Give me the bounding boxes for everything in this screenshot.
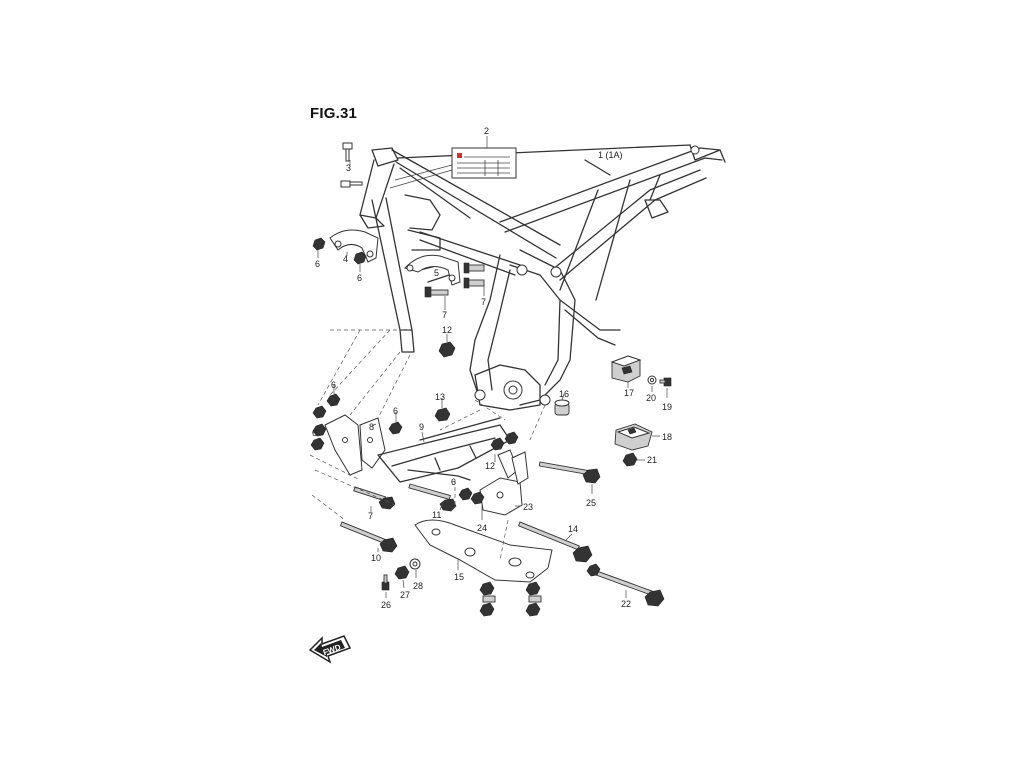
figure-title: FIG.31 <box>310 105 358 122</box>
nut-27 <box>394 565 410 589</box>
callout-2: 2 <box>484 126 489 136</box>
callout-28: 28 <box>413 581 423 591</box>
callout-8: 8 <box>369 422 374 432</box>
callout-labels: 1 (1A) 2 3 4 5 6 6 6 6 6 6 7 7 7 8 9 10 … <box>312 126 672 610</box>
callout-3: 3 <box>346 163 351 173</box>
callout-6e: 6 <box>312 428 317 438</box>
bolt-7-upper <box>424 286 449 310</box>
bolt-14 <box>517 521 593 563</box>
callout-7b: 7 <box>442 310 447 320</box>
callout-17: 17 <box>624 388 634 398</box>
callout-26: 26 <box>381 600 391 610</box>
callout-4: 4 <box>343 254 348 264</box>
collar-16 <box>554 393 570 416</box>
main-frame <box>359 144 726 411</box>
fwd-arrow-icon: FWD <box>308 635 352 664</box>
callout-1: 1 (1A) <box>598 150 623 160</box>
frame-label-sticker <box>389 136 517 189</box>
bolt-11 <box>408 483 457 512</box>
bolt-25 <box>538 461 601 494</box>
callout-18: 18 <box>662 432 672 442</box>
callout-20: 20 <box>646 393 656 403</box>
callout-22: 22 <box>621 599 631 609</box>
callout-13: 13 <box>435 392 445 402</box>
callout-21: 21 <box>647 455 657 465</box>
washer-28 <box>409 558 421 578</box>
nut-21 <box>622 452 645 467</box>
callout-12a: 12 <box>442 325 452 335</box>
bolt-26 <box>381 574 390 598</box>
callout-10: 10 <box>371 553 381 563</box>
callout-23: 23 <box>523 502 533 512</box>
bolt-19 <box>659 377 672 398</box>
callout-6c: 6 <box>331 380 336 390</box>
bolt-22 <box>586 563 665 607</box>
bolt-7-lower <box>353 486 396 512</box>
callout-19: 19 <box>662 402 672 412</box>
bolt-10 <box>339 521 398 553</box>
cover-18 <box>614 423 660 451</box>
bolt-13 <box>434 398 451 422</box>
engine-mount-bracket-4 <box>312 229 379 272</box>
callout-24: 24 <box>477 523 487 533</box>
assembly-lines <box>309 329 546 561</box>
cushion-17 <box>610 355 642 388</box>
callout-16: 16 <box>559 389 569 399</box>
bolt-3 <box>340 142 363 188</box>
callout-15: 15 <box>454 572 464 582</box>
engine-mount-bracket-5 <box>404 254 485 296</box>
nut-12-upper <box>438 334 456 358</box>
callout-12b: 12 <box>485 461 495 471</box>
callout-14: 14 <box>568 524 578 534</box>
callout-6f: 6 <box>451 477 456 487</box>
callout-27: 27 <box>400 590 410 600</box>
callout-6b: 6 <box>357 273 362 283</box>
callout-7a: 7 <box>481 297 486 307</box>
skid-plate-15 <box>414 519 553 617</box>
callout-9: 9 <box>419 422 424 432</box>
callout-6d: 6 <box>393 406 398 416</box>
callout-6a: 6 <box>315 259 320 269</box>
washer-20 <box>647 375 657 392</box>
callout-25: 25 <box>586 498 596 508</box>
callout-11: 11 <box>432 510 441 520</box>
engine-guard-8 <box>310 384 403 476</box>
shock-bracket-23 <box>458 431 529 520</box>
callout-5: 5 <box>434 268 439 278</box>
callout-7c: 7 <box>368 511 373 521</box>
